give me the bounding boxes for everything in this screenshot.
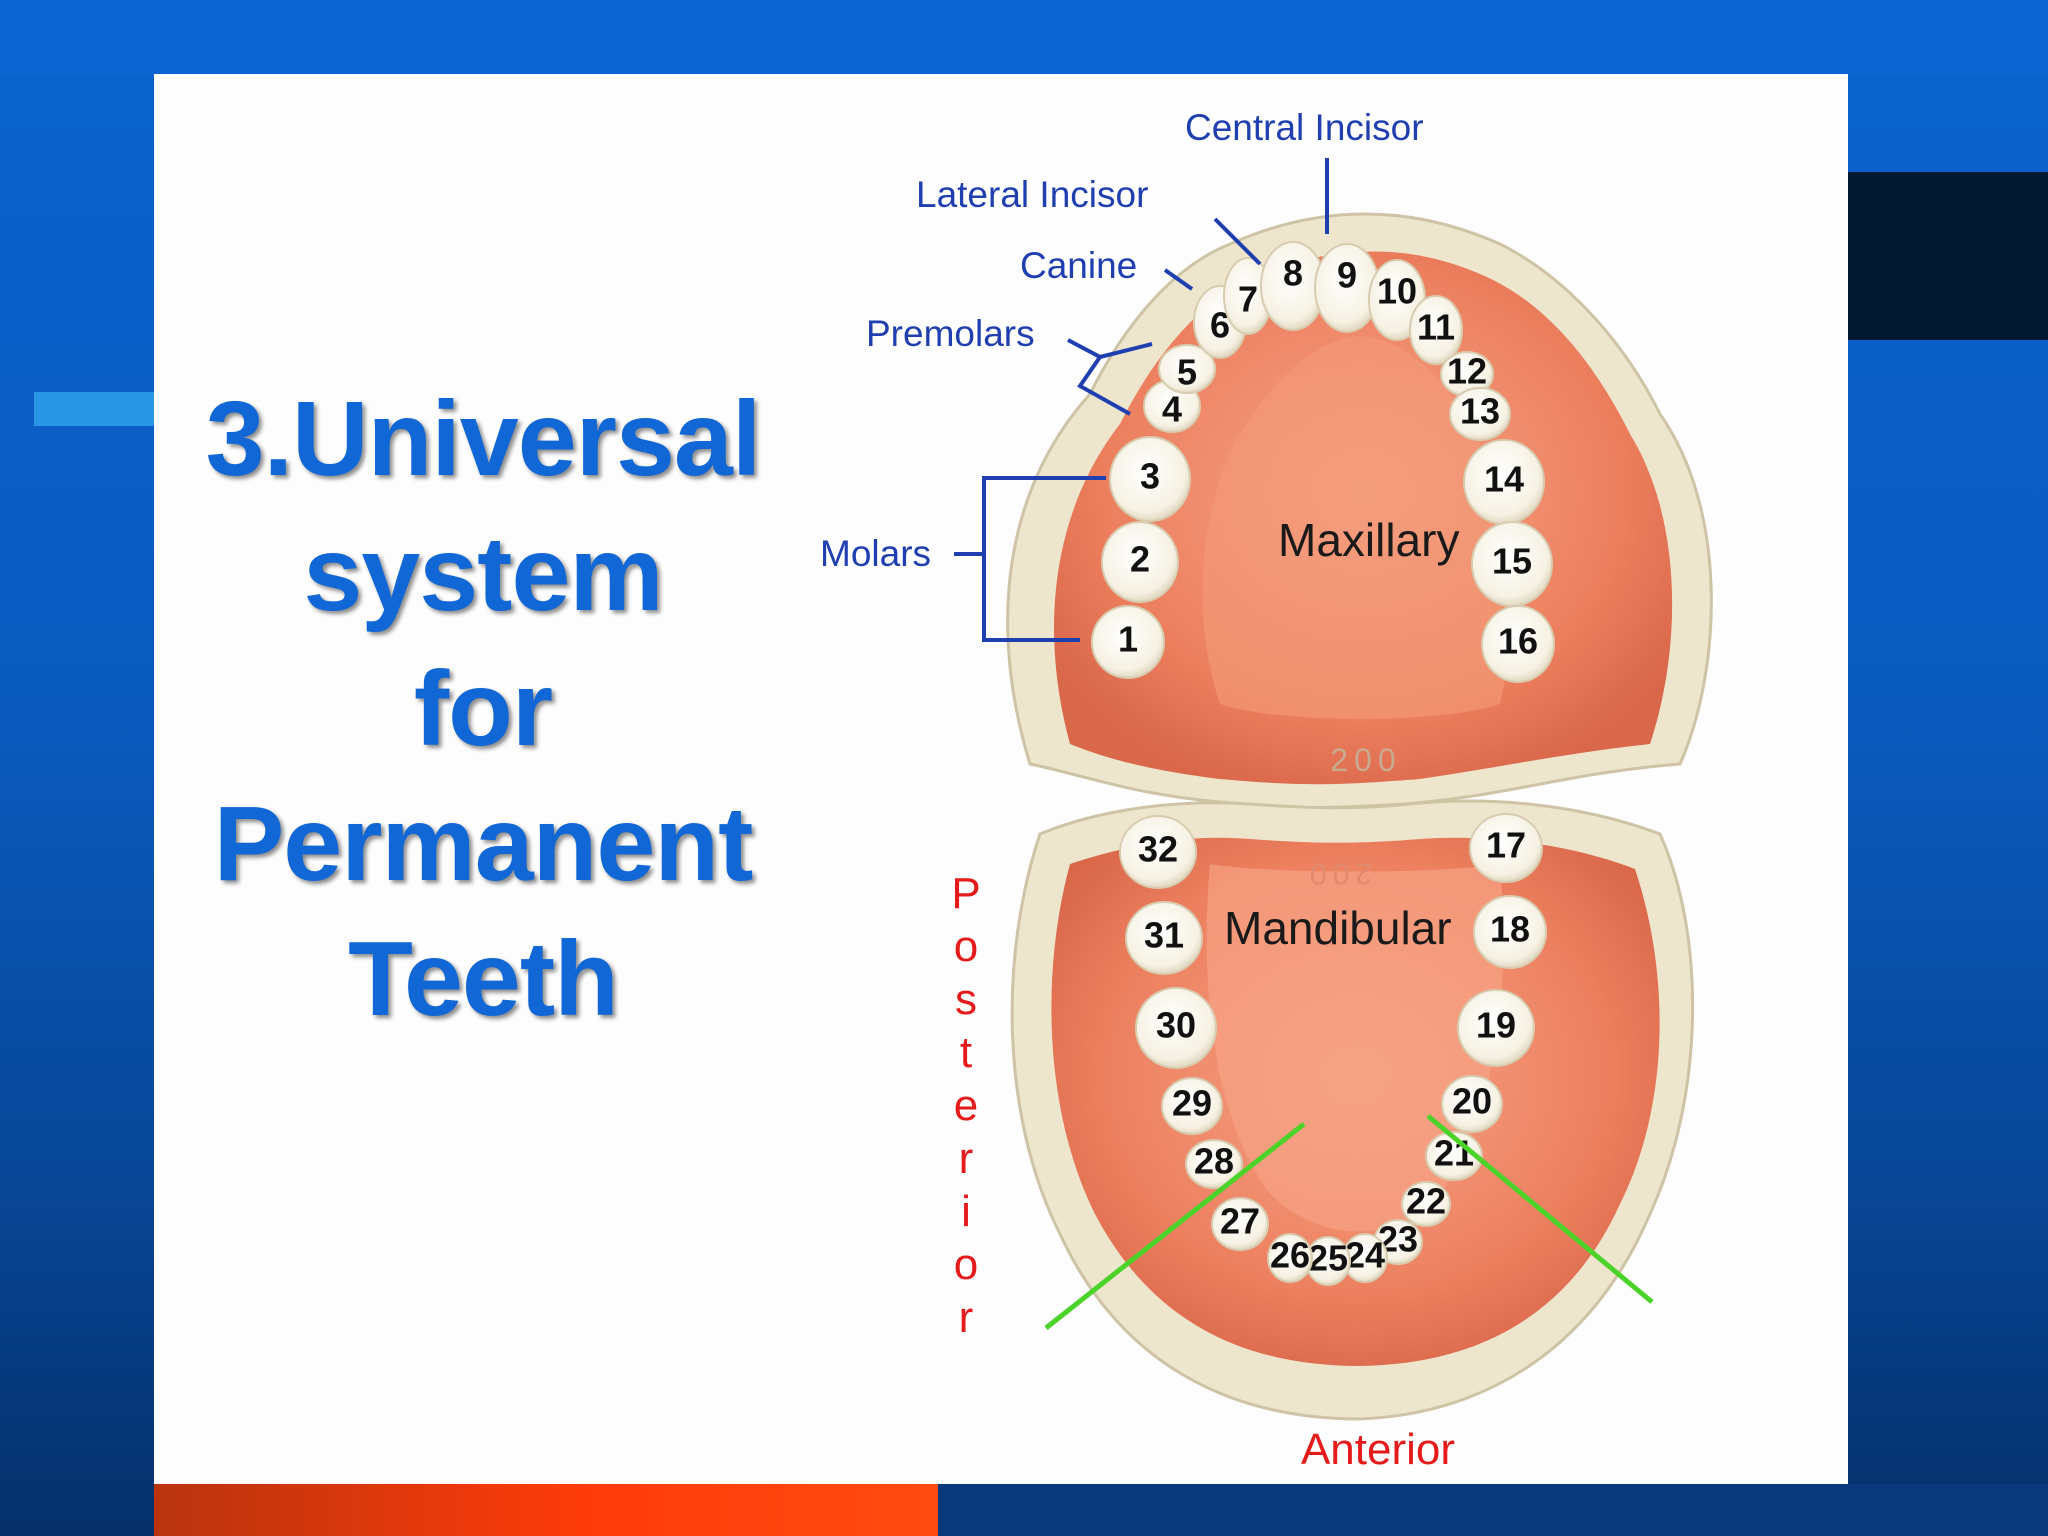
posterior-letter: r — [959, 1134, 974, 1183]
posterior-letter: e — [954, 1081, 978, 1130]
slide-accent-bar — [34, 392, 154, 426]
posterior-letter: o — [954, 1240, 978, 1289]
mandibular-tooth — [1211, 1197, 1269, 1251]
posterior-letter: P — [951, 869, 980, 918]
guide-line-right — [1426, 1114, 1654, 1304]
maxillary-tooth-number: 4 — [1162, 389, 1182, 430]
title-line: Permanent — [213, 785, 754, 903]
maxillary-tooth-number: 9 — [1337, 255, 1357, 296]
lateral-incisor-leader — [1213, 217, 1262, 266]
premolars-bracket — [1067, 338, 1131, 416]
maxillary-tooth — [1101, 521, 1179, 603]
mandibular-tooth — [1119, 815, 1197, 889]
maxillary-tooth — [1481, 605, 1555, 683]
maxillary-tooth-number: 8 — [1283, 253, 1303, 294]
maxillary-tooth-number: 12 — [1447, 351, 1487, 392]
mandibular-tooth-number: 24 — [1345, 1235, 1385, 1276]
mandibular-tooth — [1457, 989, 1535, 1067]
title-line: system — [303, 515, 663, 633]
mandibular-tooth-number: 19 — [1476, 1005, 1516, 1046]
posterior-letter: r — [959, 1293, 974, 1342]
maxillary-tooth — [1091, 605, 1165, 679]
mandibular-tooth — [1125, 901, 1203, 975]
posterior-letter: t — [960, 1028, 972, 1077]
model-stamp-upper: 200 — [1330, 742, 1401, 778]
molars-bracket — [982, 476, 1106, 642]
maxillary-tooth-number: 13 — [1460, 391, 1500, 432]
mandibular-tooth-number: 29 — [1172, 1083, 1212, 1124]
mandibular-tooth-number: 17 — [1486, 825, 1526, 866]
mandibular-tooth-number: 31 — [1144, 915, 1184, 956]
mandibular-label: Mandibular — [1224, 902, 1452, 954]
mandibular-tooth — [1185, 1139, 1243, 1189]
maxillary-tooth-number: 11 — [1417, 307, 1455, 348]
slide-title: 3.Universal system for Permanent Teeth — [172, 372, 794, 1047]
mandibular-tooth-number: 28 — [1194, 1141, 1234, 1182]
maxillary-tooth-number: 15 — [1492, 541, 1532, 582]
slide-navy-strip — [938, 1484, 2048, 1536]
premolars-leader — [1099, 342, 1153, 359]
maxillary-tooth — [1158, 344, 1216, 394]
maxillary-tooth-number: 3 — [1140, 456, 1160, 497]
posterior-letter: i — [961, 1187, 971, 1236]
model-stamp-lower: 200 — [1304, 857, 1372, 890]
central-incisor-label: Central Incisor — [1185, 107, 1424, 148]
mandibular-tooth — [1401, 1181, 1451, 1227]
maxillary-tooth-number: 7 — [1238, 279, 1258, 320]
posterior-letter: o — [954, 922, 978, 971]
maxillary-tooth-number: 1 — [1118, 619, 1138, 660]
mandibular-tooth — [1469, 813, 1543, 883]
maxillary-tooth-number: 16 — [1498, 621, 1538, 662]
maxillary-tooth-number: 14 — [1484, 459, 1524, 500]
mandibular-tooth-number: 26 — [1270, 1235, 1310, 1276]
mandibular-tooth — [1267, 1233, 1313, 1283]
mandibular-tooth-number: 25 — [1308, 1238, 1348, 1279]
maxillary-palate — [1202, 336, 1512, 719]
mandibular-tooth-number: 22 — [1406, 1181, 1446, 1222]
title-line: 3.Universal — [205, 380, 762, 498]
mandibular-tooth — [1161, 1077, 1223, 1135]
molars-label: Molars — [820, 533, 931, 574]
mandibular-tooth-number: 32 — [1138, 829, 1178, 870]
lateral-incisor-label: Lateral Incisor — [916, 174, 1148, 215]
maxillary-tooth — [1109, 436, 1191, 522]
mandibular-tooth-number: 18 — [1490, 909, 1530, 950]
mandibular-tooth-number: 27 — [1220, 1201, 1260, 1242]
canine-leader — [1163, 268, 1194, 291]
premolars-label: Premolars — [866, 313, 1035, 354]
title-line: Teeth — [348, 920, 619, 1038]
slide-top-bar — [0, 0, 2048, 74]
mandibular-tooth — [1425, 1131, 1483, 1181]
maxillary-tooth — [1409, 295, 1463, 365]
maxillary-tooth — [1449, 387, 1511, 441]
anterior-label: Anterior — [1301, 1425, 1455, 1474]
maxillary-tooth-number: 10 — [1377, 271, 1417, 312]
mandibular-tooth — [1135, 987, 1217, 1069]
mandibular-tooth — [1473, 895, 1547, 969]
slide-orange-bar — [154, 1484, 938, 1536]
posterior-letter: s — [955, 975, 977, 1024]
slide-dark-block — [1848, 172, 2048, 340]
maxillary-tooth-number: 2 — [1130, 539, 1150, 580]
maxillary-label: Maxillary — [1278, 514, 1459, 566]
maxillary-tooth-number: 5 — [1177, 352, 1197, 393]
title-line: for — [413, 650, 553, 768]
maxillary-tooth-number: 6 — [1210, 305, 1230, 346]
mandibular-tooth — [1441, 1075, 1503, 1133]
guide-line-left — [1044, 1122, 1306, 1330]
mandibular-tooth-number: 20 — [1452, 1081, 1492, 1122]
mandibular-tooth-number: 30 — [1156, 1005, 1196, 1046]
canine-label: Canine — [1020, 245, 1137, 286]
